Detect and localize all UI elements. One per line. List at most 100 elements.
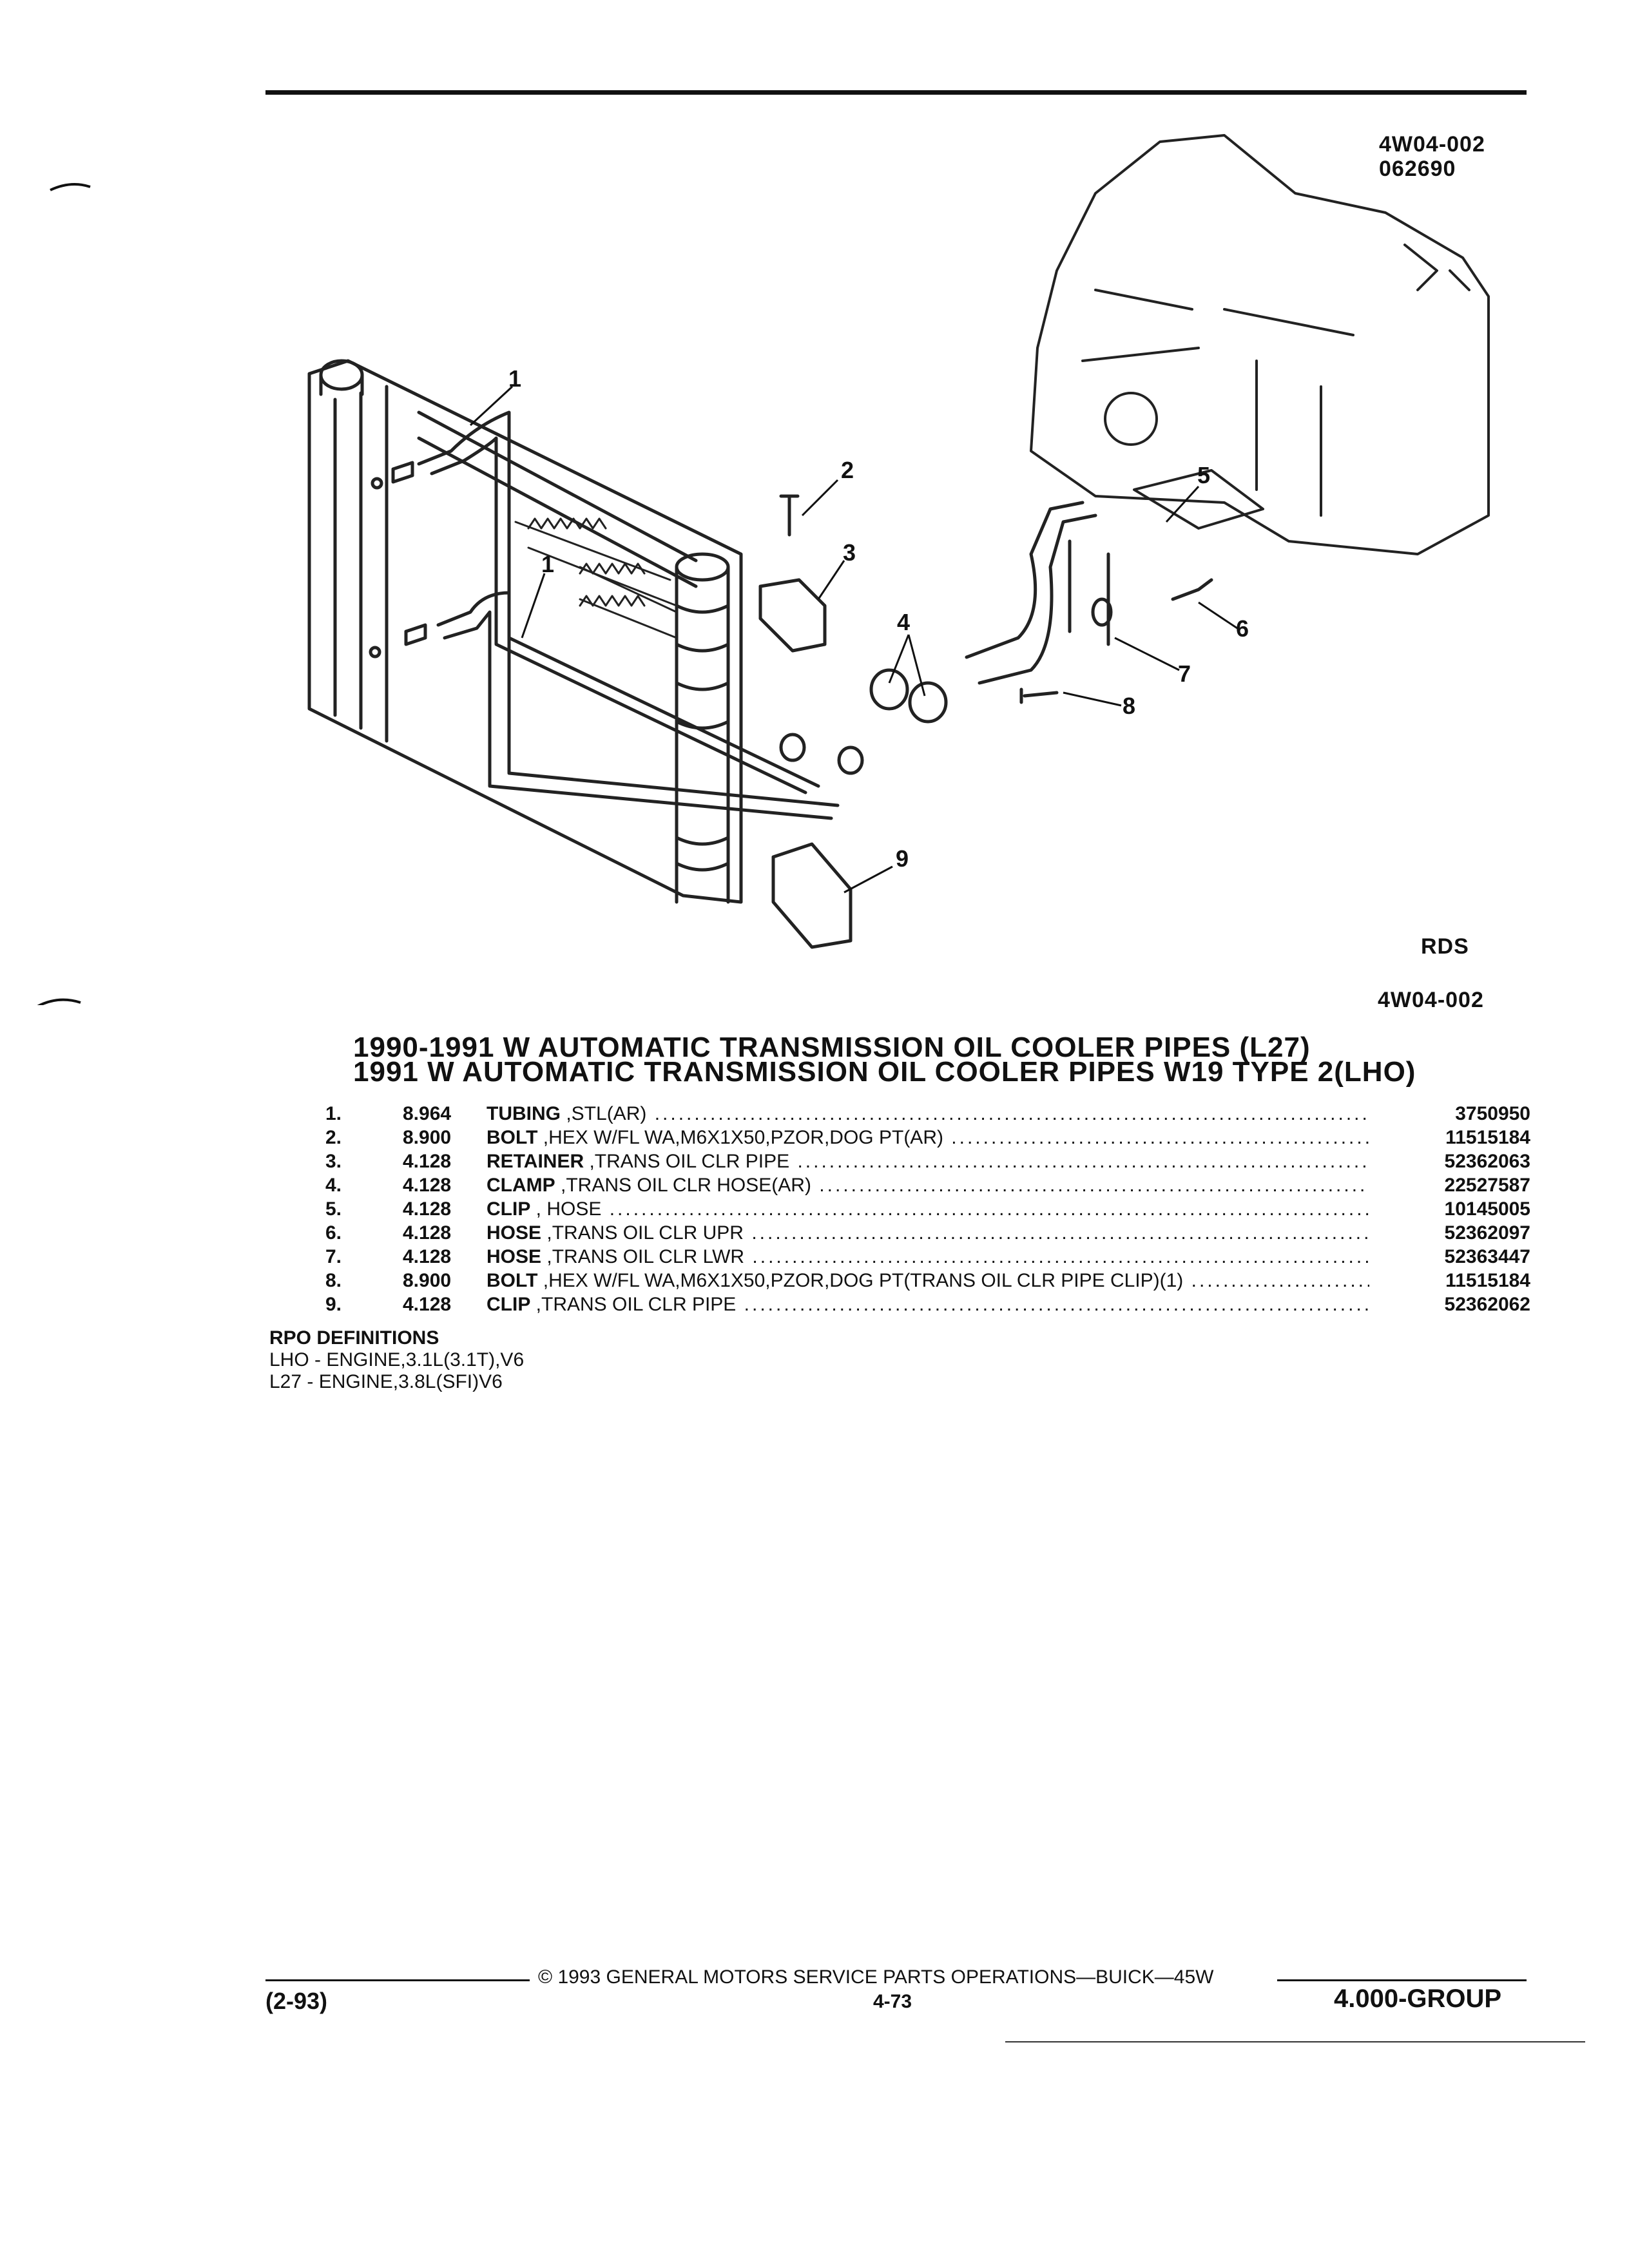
group-number: 4.128 <box>403 1198 452 1220</box>
part-number: 11515184 <box>1445 1127 1530 1148</box>
callout-3: 3 <box>843 539 856 566</box>
callout-numbers: 1 1 2 3 4 5 6 7 8 9 <box>508 365 1249 872</box>
callout-4: 4 <box>897 609 910 635</box>
item-number: 4. <box>325 1175 342 1196</box>
part-name: BOLT <box>487 1127 538 1148</box>
group-number: 8.900 <box>403 1270 452 1291</box>
part-description: CLAMP ,TRANS OIL CLR HOSE(AR) ..........… <box>487 1175 1369 1196</box>
group-number: 4.128 <box>403 1294 452 1315</box>
part-number: 11515184 <box>1445 1270 1530 1291</box>
part-description: CLIP ,TRANS OIL CLR PIPE ...............… <box>487 1294 1369 1315</box>
part-name: RETAINER <box>487 1151 584 1172</box>
clamps <box>758 578 948 949</box>
callout-8: 8 <box>1123 693 1135 719</box>
drawing-number: 062690 <box>1379 157 1456 181</box>
callout-9: 9 <box>896 845 909 872</box>
part-row: 4. 4.128 CLAMP ,TRANS OIL CLR HOSE(AR) .… <box>325 1173 1530 1197</box>
drawing-code: 4W04-002 <box>1379 132 1485 157</box>
part-description: HOSE ,TRANS OIL CLR UPR ................… <box>487 1222 1369 1244</box>
rpo-line-lho: LHO - ENGINE,3.1L(3.1T),V6 <box>269 1349 525 1370</box>
part-spec: ,TRANS OIL CLR HOSE(AR) <box>555 1175 811 1196</box>
part-name: HOSE <box>487 1246 542 1267</box>
callout-6: 6 <box>1236 615 1249 642</box>
callout-2: 2 <box>841 457 854 483</box>
hoses <box>965 501 1113 685</box>
part-spec: ,TRANS OIL CLR PIPE <box>530 1294 737 1315</box>
part-spec: ,TRANS OIL CLR PIPE <box>584 1151 790 1172</box>
item-number: 5. <box>325 1198 342 1220</box>
footer-rule-left <box>265 1979 530 1981</box>
scan-marks <box>37 183 91 1005</box>
group-number: 4.128 <box>403 1246 452 1267</box>
part-spec: ,HEX W/FL WA,M6X1X50,PZOR,DOG PT(TRANS O… <box>537 1270 1184 1291</box>
page-title-1: 1990-1991 W AUTOMATIC TRANSMISSION OIL C… <box>353 1032 1311 1063</box>
item-number: 9. <box>325 1294 342 1315</box>
group-number: 4.128 <box>403 1222 452 1244</box>
part-description: RETAINER ,TRANS OIL CLR PIPE ...........… <box>487 1151 1369 1172</box>
part-spec: ,TRANS OIL CLR UPR <box>541 1222 744 1244</box>
revision-date: (2-93) <box>265 1988 328 2014</box>
part-number: 10145005 <box>1444 1198 1530 1220</box>
part-number: 52362097 <box>1444 1222 1530 1244</box>
part-number: 3750950 <box>1455 1103 1530 1124</box>
side-tank <box>675 552 730 904</box>
footer-rule-right <box>1277 1979 1527 1981</box>
rds-label: RDS <box>1421 934 1469 959</box>
page-number: 4-73 <box>873 1991 912 2012</box>
figure-code: 4W04-002 <box>1378 988 1484 1012</box>
bolts <box>779 494 1213 704</box>
part-spec: , HOSE <box>530 1198 602 1220</box>
rpo-heading: RPO DEFINITIONS <box>269 1327 439 1349</box>
transmission <box>1030 134 1490 555</box>
item-number: 2. <box>325 1127 342 1148</box>
rpo-line-l27: L27 - ENGINE,3.8L(SFI)V6 <box>269 1371 503 1392</box>
part-description: HOSE ,TRANS OIL CLR LWR ................… <box>487 1246 1369 1267</box>
cooler-fins <box>514 517 678 639</box>
part-description: CLIP , HOSE ............................… <box>487 1198 1369 1220</box>
part-description: TUBING ,STL(AR) ........................… <box>487 1103 1369 1124</box>
part-row: 2. 8.900 BOLT ,HEX W/FL WA,M6X1X50,PZOR,… <box>325 1126 1530 1149</box>
part-name: CLIP <box>487 1294 531 1315</box>
callout-1a: 1 <box>508 365 521 392</box>
callout-7: 7 <box>1178 660 1191 687</box>
part-name: CLAMP <box>487 1175 555 1196</box>
part-name: TUBING <box>487 1103 561 1124</box>
part-number: 52362062 <box>1444 1294 1530 1315</box>
part-spec: ,STL(AR) <box>561 1103 647 1124</box>
item-number: 3. <box>325 1151 342 1172</box>
page-title-2: 1991 W AUTOMATIC TRANSMISSION OIL COOLER… <box>353 1056 1416 1088</box>
part-spec: ,TRANS OIL CLR LWR <box>541 1246 745 1267</box>
part-number: 52362063 <box>1444 1151 1530 1172</box>
part-row: 6. 4.128 HOSE ,TRANS OIL CLR UPR .......… <box>325 1221 1530 1245</box>
callout-5: 5 <box>1197 462 1210 488</box>
part-number: 52363447 <box>1444 1246 1530 1267</box>
top-rule <box>265 90 1527 95</box>
part-row: 1. 8.964 TUBING ,STL(AR) ...............… <box>325 1102 1530 1126</box>
part-row: 8. 8.900 BOLT ,HEX W/FL WA,M6X1X50,PZOR,… <box>325 1269 1530 1293</box>
part-name: HOSE <box>487 1222 542 1244</box>
part-name: CLIP <box>487 1198 531 1220</box>
group-number: 8.900 <box>403 1127 452 1148</box>
group-number: 8.964 <box>403 1103 452 1124</box>
part-number: 22527587 <box>1444 1175 1530 1196</box>
part-row: 5. 4.128 CLIP , HOSE ...................… <box>325 1197 1530 1221</box>
part-row: 3. 4.128 RETAINER ,TRANS OIL CLR PIPE ..… <box>325 1149 1530 1173</box>
item-number: 6. <box>325 1222 342 1244</box>
bottom-scan-line <box>1005 2041 1585 2042</box>
group-number: 4.128 <box>403 1175 452 1196</box>
part-name: BOLT <box>487 1270 538 1291</box>
part-row: 7. 4.128 HOSE ,TRANS OIL CLR LWR .......… <box>325 1245 1530 1269</box>
item-number: 8. <box>325 1270 342 1291</box>
item-number: 1. <box>325 1103 342 1124</box>
group-number: 4.128 <box>403 1151 452 1172</box>
group-label: 4.000-GROUP <box>1334 1984 1502 2013</box>
item-number: 7. <box>325 1246 342 1267</box>
part-spec: ,HEX W/FL WA,M6X1X50,PZOR,DOG PT(AR) <box>537 1127 943 1148</box>
copyright-line: © 1993 GENERAL MOTORS SERVICE PARTS OPER… <box>538 1966 1214 1988</box>
parts-illustration: 1 1 2 3 4 5 6 7 8 9 <box>37 134 1490 1005</box>
radiator <box>307 359 743 904</box>
leader-lines <box>469 385 1238 894</box>
cooler-tubes <box>391 410 864 820</box>
part-description: BOLT ,HEX W/FL WA,M6X1X50,PZOR,DOG PT(TR… <box>487 1270 1369 1291</box>
part-description: BOLT ,HEX W/FL WA,M6X1X50,PZOR,DOG PT(AR… <box>487 1127 1369 1148</box>
